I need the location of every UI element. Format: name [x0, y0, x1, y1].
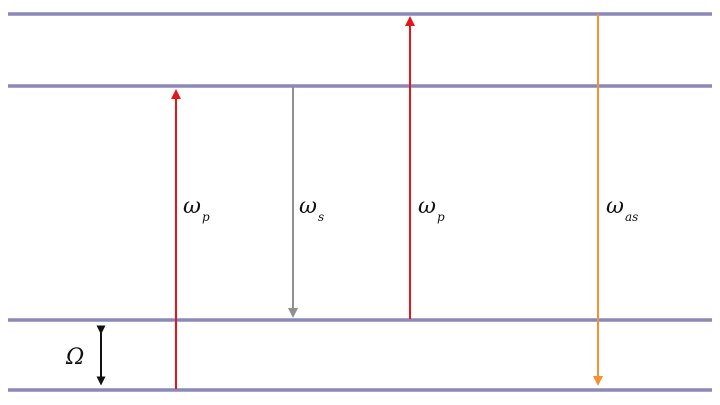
stokes-label: ωs — [299, 194, 324, 224]
pump-label-1: ωp — [183, 194, 210, 224]
splitting-label: Ω — [65, 345, 84, 370]
antistokes-label: ωas — [606, 194, 638, 224]
pump-label-2: ωp — [418, 194, 445, 224]
